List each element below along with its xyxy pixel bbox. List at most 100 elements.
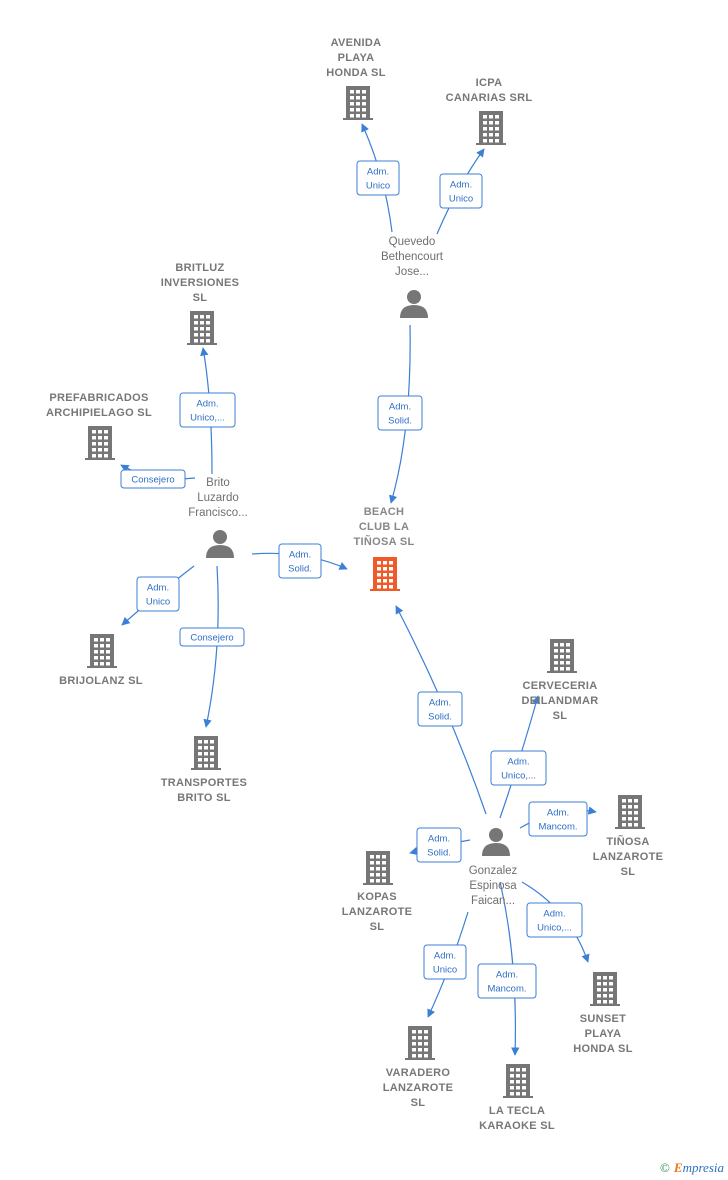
building-icon — [187, 311, 217, 345]
edge-3: Adm. Unico,... — [179, 347, 236, 475]
edge-label[interactable]: Adm.Solid. — [377, 395, 423, 431]
edge-10: Adm. Mancom. — [519, 801, 597, 837]
building-icon — [191, 736, 221, 770]
edge-label-text: Adm. — [434, 951, 456, 962]
edge-label[interactable]: Adm. Unico,... — [526, 902, 583, 938]
edge-label-box — [179, 627, 245, 647]
edge-9: Adm. Unico,... — [490, 695, 547, 819]
edge-label[interactable]: Adm.Unico — [356, 160, 400, 196]
edge-label[interactable]: Consejero — [179, 627, 245, 647]
edge-label[interactable]: Adm.Mancom. — [477, 963, 537, 999]
building-icon — [363, 851, 393, 885]
person-label: Gonzalez — [469, 865, 518, 877]
company-britluz-inversiones[interactable]: BRITLUZ INVERSIONES SL — [161, 262, 240, 345]
edge-label[interactable]: Adm. Unico — [439, 173, 483, 209]
edge-label-text: Unico,... — [501, 771, 536, 782]
edge-label-text: Adm. — [147, 583, 169, 594]
company-label: SL — [411, 1097, 426, 1109]
building-icon — [87, 634, 117, 668]
person-icon — [482, 828, 510, 856]
company-label: HONDA SL — [573, 1043, 632, 1055]
edge-label[interactable]: Adm. Solid. — [278, 543, 322, 579]
edge-label-text: Adm. — [196, 399, 218, 410]
company-label: LANZAROTE — [383, 1082, 454, 1094]
company-label: INVERSIONES — [161, 277, 240, 289]
edge-label[interactable]: Adm.Unico — [136, 576, 180, 612]
copyright-symbol: © — [660, 1160, 670, 1175]
edge-label[interactable]: Adm. Mancom. — [528, 801, 588, 837]
company-label: TRANSPORTES — [161, 777, 247, 789]
company-label: KARAOKE SL — [479, 1120, 555, 1132]
edge-label-text: Adm. — [547, 808, 569, 819]
company-brijolanz[interactable]: BRIJOLANZ SL — [59, 634, 143, 687]
edge-label[interactable]: Adm. Unico,... — [179, 392, 236, 428]
edge-label-text: Adm. — [428, 834, 450, 845]
company-label: VARADERO — [386, 1067, 451, 1079]
edge-label-box — [526, 902, 583, 938]
edge-label-box — [439, 173, 483, 209]
edge-6: Adm.Unico — [121, 565, 195, 626]
edge-label-text: Mancom. — [487, 984, 526, 995]
company-label: CLUB LA — [359, 521, 409, 533]
edge-label-text: Unico,... — [537, 923, 572, 934]
edge-label-text: Solid. — [288, 564, 312, 575]
edge-label-text: Mancom. — [538, 822, 577, 833]
edge-label-box — [136, 576, 180, 612]
edge-label-box — [528, 801, 588, 837]
company-label: DEILANDMAR — [522, 695, 599, 707]
edge-label-text: Adm. — [543, 909, 565, 920]
edge-label-text: Adm. — [507, 757, 529, 768]
edge-label[interactable]: Adm.Solid. — [417, 691, 463, 727]
company-sunset-playa-honda[interactable]: SUNSET PLAYA HONDA SL — [573, 972, 632, 1055]
edge-2: Adm.Solid. — [377, 324, 423, 504]
edge-12: Adm. Unico,... — [521, 881, 590, 963]
company-varadero-lanzarote[interactable]: VARADERO LANZAROTE SL — [383, 1026, 454, 1109]
company-label: LA TECLA — [489, 1105, 545, 1117]
edge-label[interactable]: Consejero — [120, 469, 186, 489]
person-label: Francisco... — [188, 507, 247, 519]
edge-label-text: Adm. — [289, 550, 311, 561]
edge-label[interactable]: Adm.Unico — [423, 944, 467, 980]
company-label: SUNSET — [580, 1013, 626, 1025]
person-label: Brito — [206, 477, 230, 489]
edge-label-text: Unico,... — [190, 413, 225, 424]
building-icon — [590, 972, 620, 1006]
edge-label[interactable]: Adm. Unico,... — [490, 750, 547, 786]
person-quevedo-bethencourt[interactable]: QuevedoBethencourtJose... — [381, 236, 444, 318]
company-label: PLAYA — [585, 1028, 622, 1040]
edge-label[interactable]: Adm.Solid. — [416, 827, 462, 863]
edge-5: Adm. Solid. — [251, 543, 348, 579]
company-label: ICPA — [476, 77, 503, 89]
company-label: ARCHIPIELAGO SL — [46, 407, 152, 419]
edge-label-text: Unico — [449, 194, 473, 205]
building-icon — [547, 639, 577, 673]
company-label: BRITLUZ — [175, 262, 224, 274]
person-label: Quevedo — [389, 236, 436, 248]
edge-label-text: Adm. — [450, 180, 472, 191]
company-label: LANZAROTE — [342, 906, 413, 918]
person-label: Espinosa — [469, 880, 517, 892]
company-label: SL — [193, 292, 208, 304]
person-brito-luzardo[interactable]: BritoLuzardoFrancisco... — [188, 477, 248, 558]
building-icon — [503, 1064, 533, 1098]
building-icon — [476, 111, 506, 145]
edge-label-box — [278, 543, 322, 579]
company-label: TIÑOSA SL — [354, 535, 415, 548]
company-label: KOPAS — [357, 891, 397, 903]
person-label: Faican... — [471, 895, 515, 907]
edge-label-text: Consejero — [131, 475, 174, 486]
person-gonzalez-espinosa[interactable]: GonzalezEspinosaFaican... — [469, 828, 518, 907]
company-la-tecla-karaoke[interactable]: LA TECLA KARAOKE SL — [479, 1064, 555, 1132]
person-icon — [206, 530, 234, 558]
